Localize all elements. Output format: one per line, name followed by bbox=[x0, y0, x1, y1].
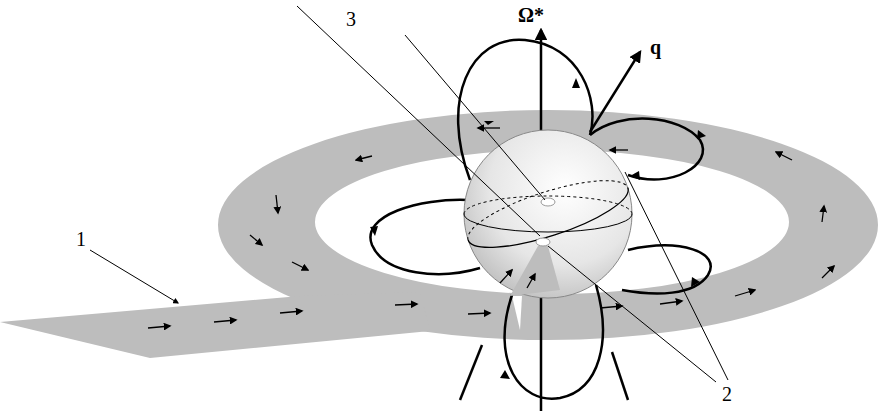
field-arrow bbox=[500, 370, 510, 379]
rotation-equator bbox=[464, 214, 632, 232]
field-arrow bbox=[630, 171, 640, 180]
flow-arrow bbox=[478, 127, 500, 128]
field-line bbox=[460, 345, 482, 400]
field-arrow bbox=[691, 277, 700, 287]
polar-spot bbox=[536, 238, 550, 246]
field-lines bbox=[370, 40, 710, 400]
accretion-stream bbox=[0, 292, 430, 358]
leader-line bbox=[548, 246, 716, 382]
flow-arrow bbox=[776, 152, 792, 160]
flow-arrow bbox=[600, 306, 622, 308]
field-line bbox=[622, 246, 711, 294]
flow-arrow bbox=[292, 262, 308, 270]
leader-line bbox=[405, 35, 545, 200]
polar-spot bbox=[541, 198, 555, 206]
field-line bbox=[612, 352, 628, 400]
flow-arrow bbox=[610, 149, 628, 150]
vector-label: q bbox=[648, 36, 663, 58]
funnel-arrow bbox=[500, 270, 512, 283]
flow-arrow bbox=[395, 304, 417, 305]
field-arrow bbox=[484, 121, 494, 125]
magnetic-equator-front bbox=[468, 188, 635, 261]
flow-arrow bbox=[280, 311, 302, 313]
field-line bbox=[505, 285, 603, 399]
vector-label: Ω* bbox=[516, 4, 546, 26]
flow-arrow bbox=[214, 320, 236, 322]
callout-number: 1 bbox=[74, 228, 88, 250]
flow-arrow bbox=[735, 290, 755, 296]
leader-line bbox=[297, 6, 540, 236]
callout-number: 2 bbox=[720, 383, 734, 405]
field-arrow bbox=[370, 226, 378, 236]
flow-arrow bbox=[468, 313, 490, 314]
accretion-funnel bbox=[510, 246, 560, 296]
flow-arrow bbox=[356, 156, 372, 160]
flow-arrow bbox=[276, 195, 278, 213]
flow-arrows bbox=[148, 128, 834, 328]
callout-number: 3 bbox=[344, 8, 358, 30]
flow-arrow bbox=[822, 206, 824, 222]
flow-arrow bbox=[660, 301, 682, 304]
leader-line bbox=[625, 172, 728, 380]
magnetic-axis bbox=[590, 52, 640, 132]
leader-lines bbox=[90, 6, 728, 382]
funnel-arrow bbox=[527, 274, 535, 288]
flow-arrow bbox=[250, 235, 262, 245]
flow-arrow bbox=[148, 326, 170, 328]
ring-gap bbox=[512, 296, 522, 330]
leader-line bbox=[90, 250, 178, 303]
star bbox=[464, 130, 632, 298]
magnetic-equator-back bbox=[461, 167, 628, 240]
field-arrow bbox=[572, 78, 580, 88]
field-arrow bbox=[697, 130, 706, 139]
flow-arrow bbox=[822, 266, 834, 278]
